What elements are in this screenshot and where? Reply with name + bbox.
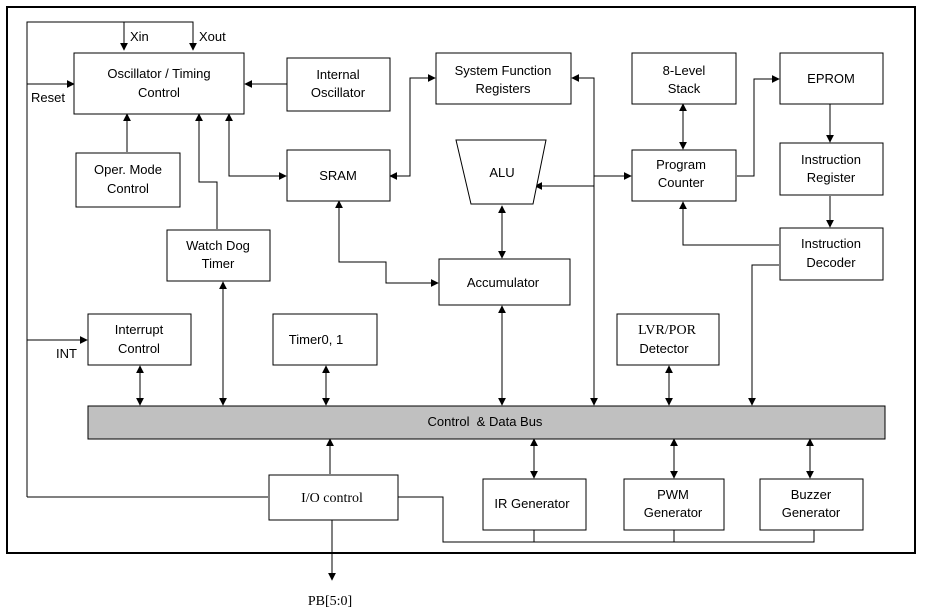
lvr-por-block: LVR/POR Detector: [616, 313, 720, 366]
outer-frame: [6, 6, 916, 554]
watchdog-label-2: Timer: [202, 256, 235, 271]
sram-sfr-line: [389, 74, 436, 180]
accumulator-block: Accumulator: [438, 258, 571, 306]
pc-eprom-line: [737, 75, 780, 177]
pwm-label-2: Generator: [644, 505, 703, 520]
pb-label: PB[5:0]: [308, 594, 352, 609]
pc-label-1: Program: [656, 157, 706, 172]
osc-block: Oscillator / Timing Control: [73, 52, 245, 115]
timer-block: Timer0, 1: [272, 313, 378, 366]
osc-label-1: Oscillator / Timing: [107, 66, 210, 81]
pc-label-2: Counter: [658, 175, 705, 190]
dec-bus-line: [748, 264, 779, 406]
eprom-block: EPROM: [779, 52, 884, 105]
oper-mode-label-1: Oper. Mode: [94, 162, 162, 177]
interrupt-label-1: Interrupt: [115, 322, 164, 337]
watchdog-block: Watch Dog Timer: [166, 229, 271, 282]
int-osc-label-2: Oscillator: [311, 85, 366, 100]
xin-label: Xin: [130, 29, 149, 44]
instruction-register-block: Instruction Register: [779, 142, 884, 196]
sram-block: SRAM: [286, 149, 391, 202]
ir-label-2: Register: [807, 170, 856, 185]
ir-generator-block: IR Generator: [482, 478, 587, 531]
xout-label: Xout: [199, 29, 226, 44]
sfr-label-1: System Function: [455, 63, 552, 78]
oper-mode-block: Oper. Mode Control: [75, 152, 181, 208]
dec-pc-line: [679, 201, 779, 246]
decoder-label-1: Instruction: [801, 236, 861, 251]
reset-label: Reset: [31, 90, 65, 105]
sfr-bus-line: [571, 74, 598, 406]
alu-block: ALU: [455, 139, 547, 205]
instruction-decoder-block: Instruction Decoder: [779, 227, 884, 281]
connections: [26, 21, 834, 581]
watchdog-osc-line: [195, 113, 218, 229]
pwm-generator-block: PWM Generator: [623, 478, 725, 531]
accumulator-label: Accumulator: [467, 275, 540, 290]
bus-label: Control & Data Bus: [428, 414, 543, 429]
int-osc-label-1: Internal: [316, 67, 359, 82]
buzzer-generator-block: Buzzer Generator: [759, 478, 864, 531]
lvr-label-2: Detector: [639, 341, 689, 356]
sram-label: SRAM: [319, 168, 357, 183]
io-control-block: I/O control: [268, 474, 399, 521]
lvr-label-1: LVR/POR: [638, 323, 697, 338]
control-data-bus: Control & Data Bus: [87, 405, 886, 440]
oper-mode-label-2: Control: [107, 181, 149, 196]
stack-block: 8-Level Stack: [631, 52, 737, 105]
stack-label-2: Stack: [668, 81, 701, 96]
stack-label-1: 8-Level: [663, 63, 706, 78]
program-counter-block: Program Counter: [631, 149, 737, 202]
sram-acc-line: [335, 200, 439, 287]
eprom-label: EPROM: [807, 71, 855, 86]
sfr-label-2: Registers: [476, 81, 531, 96]
ir-label-1: Instruction: [801, 152, 861, 167]
generators-line: [398, 496, 815, 543]
xout-line: [26, 21, 197, 497]
watchdog-label-1: Watch Dog: [186, 238, 250, 253]
alu-label: ALU: [489, 165, 514, 180]
buzzer-label-1: Buzzer: [791, 487, 832, 502]
pwm-label-1: PWM: [657, 487, 689, 502]
io-label: I/O control: [301, 491, 363, 506]
system-function-registers-block: System Function Registers: [435, 52, 572, 105]
interrupt-block: Interrupt Control: [87, 313, 192, 366]
osc-sram-line: [225, 113, 287, 180]
internal-oscillator-block: Internal Oscillator: [286, 57, 391, 112]
timer-label: Timer0, 1: [289, 332, 343, 347]
int-label: INT: [56, 346, 77, 361]
decoder-label-2: Decoder: [806, 255, 856, 270]
buzzer-label-2: Generator: [782, 505, 841, 520]
ir-gen-label: IR Generator: [494, 496, 570, 511]
interrupt-label-2: Control: [118, 341, 160, 356]
osc-label-2: Control: [138, 85, 180, 100]
